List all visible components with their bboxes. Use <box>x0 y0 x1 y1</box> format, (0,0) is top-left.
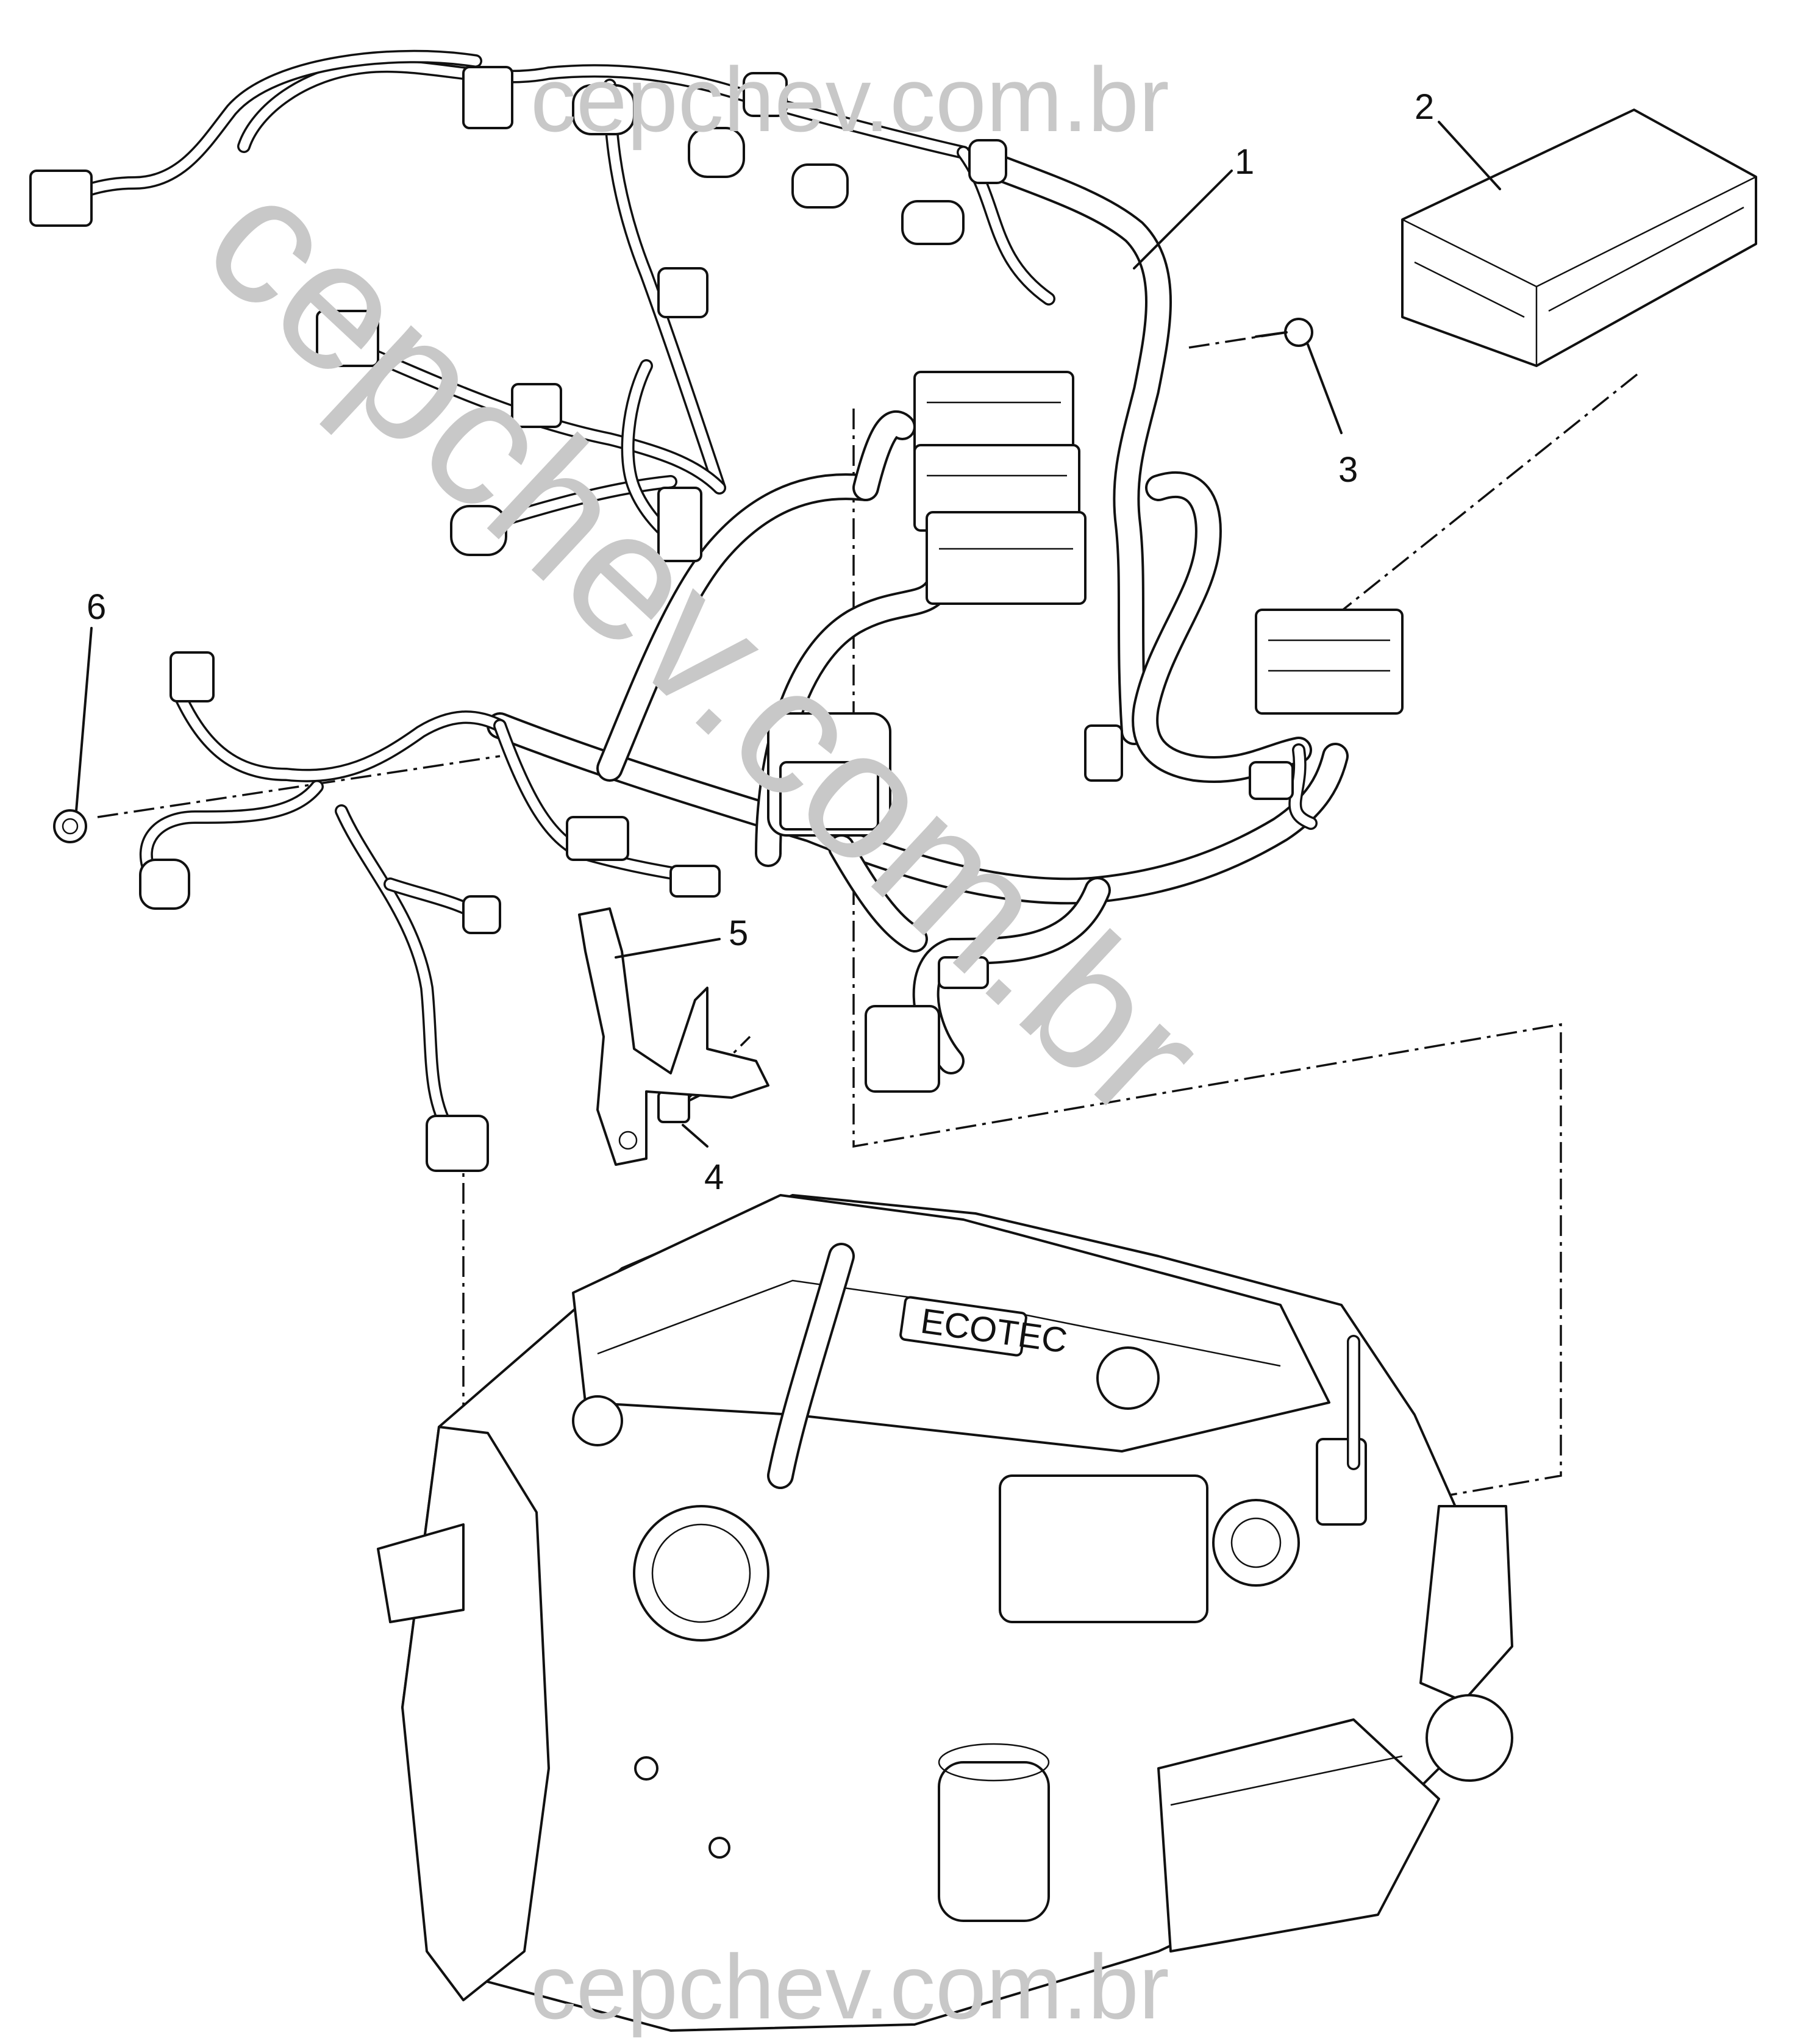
connector-top-b <box>572 84 635 135</box>
throttle-body <box>633 1505 769 1642</box>
connector-left-d <box>657 267 708 318</box>
connector-lower-left-d <box>426 1115 489 1172</box>
connector-lower-left-c <box>462 895 501 934</box>
engine-cover-badge <box>899 1296 1027 1357</box>
callouts: 1 2 3 4 5 6 <box>75 87 1501 1197</box>
connector-lower-mid-b <box>669 865 721 898</box>
connector-lower-left-a <box>170 651 215 702</box>
connector-far-left <box>29 170 93 227</box>
watermark-bottom: cepchev.com.br <box>530 1935 1169 2038</box>
connector-right-b <box>1249 761 1294 800</box>
connector-left-c <box>450 505 507 556</box>
connector-left-b <box>511 383 562 428</box>
connector-top-c <box>688 127 745 178</box>
connector-left-a <box>316 310 379 367</box>
engine-wiring-harness <box>54 49 1349 1141</box>
connector-top-f <box>743 72 788 117</box>
fuse-block-connector <box>1255 609 1404 715</box>
connector-top-e <box>901 200 965 245</box>
connector-top-g <box>968 139 1007 184</box>
connector-lower-right <box>938 956 989 989</box>
callout-4: 4 <box>704 1157 724 1197</box>
connector-top-a <box>462 66 513 129</box>
intake-manifold-block <box>999 1474 1208 1623</box>
callout-2: 2 <box>1415 87 1434 127</box>
harness-bracket <box>578 907 769 1166</box>
connector-top-d <box>791 163 849 209</box>
harness-connectors <box>29 66 1404 1172</box>
underhood-fuse-block <box>1401 109 1757 367</box>
harness-bolt <box>1255 318 1313 347</box>
watermark-top: cepchev.com.br <box>530 48 1169 151</box>
connector-lower-mid <box>566 816 629 861</box>
harness-nut <box>53 809 87 843</box>
connector-lower-left-b <box>139 859 190 910</box>
connector-mid-right <box>1084 724 1123 782</box>
callout-5: 5 <box>729 913 748 953</box>
callout-3: 3 <box>1338 450 1358 490</box>
ecm-connector-lower <box>926 511 1087 605</box>
connector-lower-right-b <box>865 1005 940 1093</box>
callout-6: 6 <box>87 587 106 627</box>
callout-1: 1 <box>1235 142 1254 182</box>
engine-assembly: ECOTEC <box>377 1194 1513 2032</box>
oil-filter-housing <box>938 1761 1050 1922</box>
connector-left-e <box>657 487 702 562</box>
